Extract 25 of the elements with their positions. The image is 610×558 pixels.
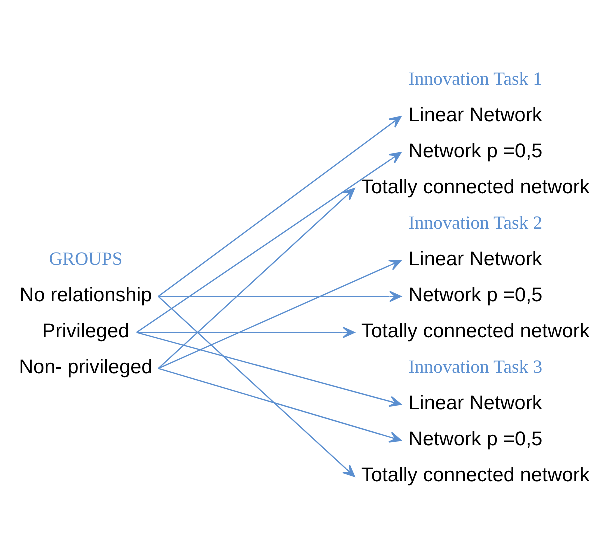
node-text: Network p =0,5 — [408, 428, 543, 450]
arrow — [158, 296, 356, 478]
label: Innovation Task 3 — [408, 357, 543, 378]
label: Innovation Task 2 — [408, 213, 543, 234]
node-text: Network p =0,5 — [408, 140, 543, 162]
arrow — [136, 332, 402, 408]
arrow — [136, 152, 402, 334]
arrow — [158, 291, 402, 302]
node-text: Totally connected network — [361, 464, 590, 486]
arrow — [136, 327, 356, 338]
node-text: No relationship — [20, 284, 152, 306]
node-text: Non- privileged — [19, 356, 153, 378]
node-text: Linear Network — [408, 392, 542, 414]
node-text: Privileged — [42, 320, 130, 342]
arrow — [158, 368, 402, 443]
node-text: Linear Network — [408, 104, 542, 126]
node-text: Totally connected network — [361, 320, 590, 342]
arrow — [158, 260, 402, 370]
node-text: Totally connected network — [361, 176, 590, 198]
arrow — [158, 116, 402, 298]
arrow — [158, 188, 356, 370]
label: GROUPS — [49, 249, 123, 270]
label: Innovation Task 1 — [408, 69, 543, 90]
node-text: Linear Network — [408, 248, 542, 270]
node-text: Network p =0,5 — [408, 284, 543, 306]
